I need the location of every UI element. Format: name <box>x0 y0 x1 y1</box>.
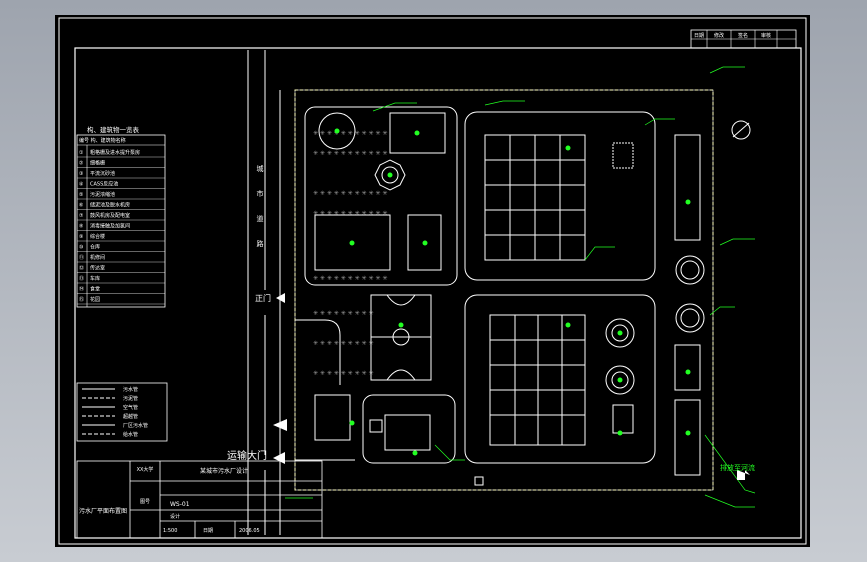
legend-row-name: 食堂 <box>90 286 100 293</box>
legend-row-name: 车库 <box>90 275 100 282</box>
legend-row-name: 粗格栅及进水提升泵房 <box>90 149 140 156</box>
legend-row-no: ④ <box>79 182 84 188</box>
legend-row-no: ③ <box>79 171 83 177</box>
pipe-legend <box>76 382 168 442</box>
legend-row-no: ⑥ <box>79 203 84 209</box>
pipe-legend-label: 厂区污水管 <box>123 422 148 429</box>
legend-table <box>76 134 166 308</box>
pipe-legend-label: 超越管 <box>123 413 138 420</box>
garden-hatch: ✳ ✳ ✳ ✳ ✳ ✳ ✳ ✳ ✳ ✳ ✳ ✳ ✳ ✳ ✳ ✳ ✳ ✳ ✳ ✳ … <box>313 130 387 377</box>
pipe-legend-label: 污泥管 <box>123 395 138 402</box>
outer-border <box>58 17 807 545</box>
rev-cell-3: 审核 <box>761 32 771 39</box>
pipe-legend-label: 污水管 <box>123 386 138 393</box>
svg-text:✳ ✳ ✳ ✳ ✳ ✳ ✳ ✳ ✳: ✳ ✳ ✳ ✳ ✳ ✳ ✳ ✳ ✳ <box>313 340 374 347</box>
internal-roads <box>295 106 656 464</box>
legend-row-no: ⑪ <box>79 254 84 261</box>
rev-cell-0: 日期 <box>694 33 704 39</box>
pipe-leaders <box>285 66 756 508</box>
svg-text:✳ ✳ ✳ ✳ ✳ ✳ ✳ ✳ ✳ ✳ ✳: ✳ ✳ ✳ ✳ ✳ ✳ ✳ ✳ ✳ ✳ ✳ <box>313 275 387 282</box>
inner-border <box>74 47 802 539</box>
legend-row-no: ⑮ <box>79 296 84 303</box>
legend-row-no: ⑬ <box>79 275 84 282</box>
legend-row-no: ⑩ <box>79 245 84 251</box>
svg-text:✳ ✳ ✳ ✳ ✳ ✳ ✳ ✳ ✳ ✳ ✳: ✳ ✳ ✳ ✳ ✳ ✳ ✳ ✳ ✳ ✳ ✳ <box>313 210 387 217</box>
legend-row-name: CASS反应池 <box>90 181 118 188</box>
svg-text:✳ ✳ ✳ ✳ ✳ ✳ ✳ ✳ ✳: ✳ ✳ ✳ ✳ ✳ ✳ ✳ ✳ ✳ <box>313 370 374 377</box>
legend-row-name: 仓库 <box>90 244 100 251</box>
title-school: XX大学 <box>137 466 154 473</box>
legend-row-name: 花园 <box>90 296 100 303</box>
legend-row-name: 传达室 <box>90 265 105 272</box>
role-label: 设计 <box>170 513 180 520</box>
legend-row-name: 储泥池及脱水机房 <box>90 202 130 209</box>
legend-row-name: 消毒接触及加氯间 <box>90 223 130 230</box>
buildings-admin <box>314 112 446 381</box>
legend-row-no: ① <box>79 150 84 156</box>
legend-row-no: ② <box>79 161 84 167</box>
svg-text:✳ ✳ ✳ ✳ ✳ ✳ ✳ ✳ ✳ ✳ ✳: ✳ ✳ ✳ ✳ ✳ ✳ ✳ ✳ ✳ ✳ ✳ <box>313 130 387 137</box>
svg-text:✳ ✳ ✳ ✳ ✳ ✳ ✳ ✳ ✳: ✳ ✳ ✳ ✳ ✳ ✳ ✳ ✳ ✳ <box>313 310 374 317</box>
legend-row-no: ⑨ <box>79 234 83 240</box>
svg-text:✳ ✳ ✳ ✳ ✳ ✳ ✳ ✳ ✳ ✳ ✳: ✳ ✳ ✳ ✳ ✳ ✳ ✳ ✳ ✳ ✳ ✳ <box>313 190 387 197</box>
north-arrow <box>731 120 751 140</box>
legend-row-name: 细格栅 <box>90 160 105 167</box>
pipe-legend-label: 给水管 <box>123 431 138 438</box>
legend-row-no: ⑤ <box>79 192 83 198</box>
title-drawing-name: 污水厂平面布置图 <box>79 507 127 515</box>
legend-row-no: ⑧ <box>79 224 84 230</box>
road-label: 城市道路 <box>256 165 264 265</box>
pipe-legend-label: 空气管 <box>123 404 138 411</box>
drawing-no: WS-01 <box>170 501 190 508</box>
legend-row-name: 机修间 <box>90 254 105 261</box>
legend-row-no: ⑦ <box>79 213 84 219</box>
revision-table: 日期 修改 签名 审核 <box>690 29 797 49</box>
date-label: 日期 <box>203 528 213 534</box>
date-value: 2006.05 <box>239 528 260 534</box>
scale-value: 1:500 <box>163 528 177 534</box>
legend-row-no: ⑭ <box>79 286 84 293</box>
legend-row-name: 综合楼 <box>90 233 105 240</box>
rev-cell-2: 签名 <box>738 32 748 39</box>
rev-cell-1: 修改 <box>714 32 724 39</box>
site-wall <box>294 89 714 491</box>
legend-row-name: 平流沉砂池 <box>90 170 115 177</box>
drawing-no-label: 图号 <box>140 499 150 505</box>
cass-tanks-lower <box>489 314 635 446</box>
legend-row-name: 鼓风机房及配电室 <box>90 212 130 219</box>
legend-title: 构、建筑物一览表 <box>87 125 140 134</box>
drawing-canvas[interactable]: 日期 修改 签名 审核 城市道路 ✳ ✳ ✳ ✳ ✳ ✳ ✳ ✳ ✳ ✳ ✳ ✳… <box>55 15 810 547</box>
legend-rows: ① 粗格栅及进水提升泵房 ② 细格栅 ③ 平流沉砂池 ④ CASS反应池 ⑤ 污泥浓缩池 ⑥ 储泥池及… <box>77 149 165 305</box>
gate-arrows <box>273 293 750 480</box>
building-markers <box>334 128 691 456</box>
city-road <box>247 50 281 535</box>
legend-header: 编号 构、建筑物名称 <box>79 137 126 144</box>
legend-row-no: ⑫ <box>79 265 84 272</box>
cass-tanks-upper <box>484 134 634 261</box>
legend-row-name: 污泥浓缩池 <box>90 191 115 198</box>
outlet-label: 排放至河流 <box>720 463 755 472</box>
svg-text:✳ ✳ ✳ ✳ ✳ ✳ ✳ ✳ ✳ ✳ ✳: ✳ ✳ ✳ ✳ ✳ ✳ ✳ ✳ ✳ ✳ ✳ <box>313 150 387 157</box>
gate-main-label: 正门 <box>255 293 271 303</box>
treatment-units-right <box>674 134 705 476</box>
gate-transport-label: 运输大门 <box>227 449 267 462</box>
title-block <box>76 460 323 539</box>
title-project: 某城市污水厂设计 <box>200 467 248 475</box>
site-plan-drawing: 日期 修改 签名 审核 城市道路 ✳ ✳ ✳ ✳ ✳ ✳ ✳ ✳ ✳ ✳ ✳ ✳… <box>58 17 807 545</box>
gate-buildings <box>314 394 484 486</box>
